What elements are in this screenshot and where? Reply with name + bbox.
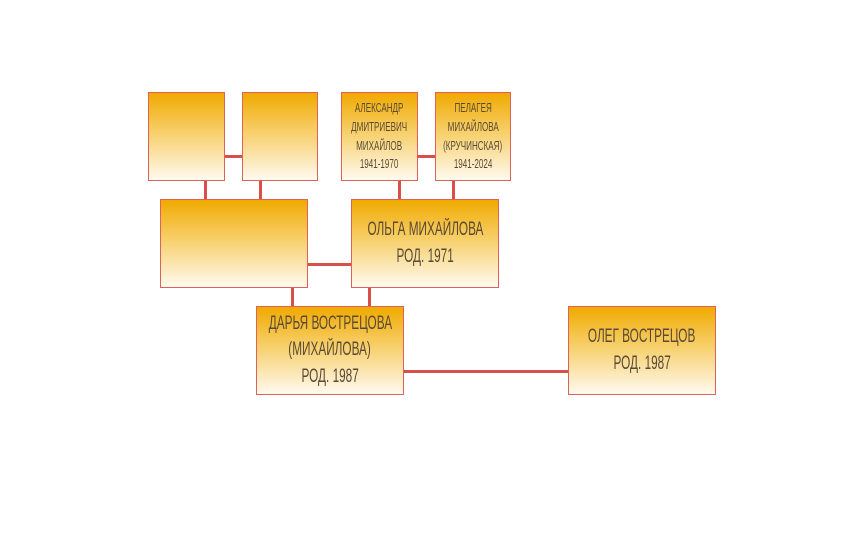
person-maiden-name: (МИХАЙЛОВА) (288, 339, 372, 361)
person-box-empty-father[interactable] (160, 199, 308, 288)
person-dates: 1941-2024 (453, 156, 493, 172)
person-box-alexander-mikhailov[interactable]: АЛЕКСАНДР ДМИТРИЕВИЧ МИХАЙЛОВ 1941-1970 (341, 92, 418, 181)
person-dates: РОД. 1987 (613, 352, 671, 374)
connector-line (452, 181, 455, 199)
connector-line (368, 288, 371, 306)
connector-line (291, 288, 294, 306)
connector-line (259, 181, 262, 199)
connector-line (204, 181, 207, 199)
connector-line (225, 155, 242, 158)
person-name-line: ДМИТРИЕВИЧ (351, 118, 408, 134)
person-box-darya-vostretsova[interactable]: ДАРЬЯ ВОСТРЕЦОВА (МИХАЙЛОВА) РОД. 1987 (256, 306, 404, 395)
person-name-line: МИХАЙЛОВА (447, 118, 499, 134)
person-box-empty-paternal-grandmother[interactable] (242, 92, 318, 181)
person-name-line: МИХАЙЛОВ (356, 137, 403, 153)
person-dates: РОД. 1987 (301, 365, 359, 387)
person-box-empty-paternal-grandfather[interactable] (148, 92, 225, 181)
connector-line (404, 370, 568, 373)
person-box-olga-mikhailova[interactable]: ОЛЬГА МИХАЙЛОВА РОД. 1971 (351, 199, 499, 288)
connector-line (418, 155, 435, 158)
person-name: ДАРЬЯ ВОСТРЕЦОВА (268, 312, 392, 334)
person-name: ОЛЕГ ВОСТРЕЦОВ (588, 325, 696, 347)
person-box-pelageya-mikhailova[interactable]: ПЕЛАГЕЯ МИХАЙЛОВА (КРУЧИНСКАЯ) 1941-2024 (435, 92, 511, 181)
person-dates: РОД. 1971 (396, 245, 454, 267)
connector-line (398, 181, 401, 199)
person-name-line: АЛЕКСАНДР (355, 99, 404, 115)
person-dates: 1941-1970 (360, 156, 399, 172)
person-name-line: (КРУЧИНСКАЯ) (443, 137, 503, 153)
connector-line (308, 263, 351, 266)
person-name-line: ПЕЛАГЕЯ (454, 99, 492, 115)
person-box-oleg-vostretsov[interactable]: ОЛЕГ ВОСТРЕЦОВ РОД. 1987 (568, 306, 716, 395)
person-name: ОЛЬГА МИХАЙЛОВА (367, 218, 483, 240)
